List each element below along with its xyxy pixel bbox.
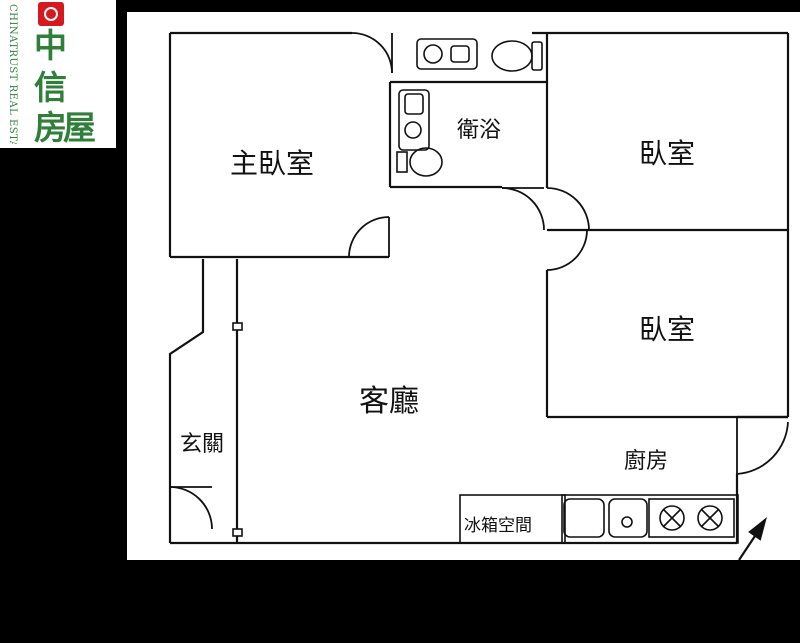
room-label-bathroom: 衛浴: [457, 118, 502, 143]
room-label-master-bedroom: 主臥室: [230, 147, 315, 180]
kitchen-counter: [561, 494, 739, 544]
room-label-bedroom-1: 臥室: [639, 137, 696, 170]
logo-emblem-icon: [38, 2, 64, 26]
room-label-bedroom-2: 臥室: [639, 313, 696, 346]
corridor-fixture-1: [232, 322, 243, 331]
bath-tub: [398, 89, 430, 151]
bath-toilet-top: [491, 40, 533, 72]
door-bath-top: [351, 32, 393, 74]
logo-char-1: 中: [34, 26, 67, 65]
door-kitchen: [736, 421, 789, 475]
door-master: [348, 216, 390, 258]
door-bedroom1: [546, 187, 590, 231]
room-label-entrance: 玄關: [180, 432, 225, 457]
bath-sink-top: [416, 38, 478, 70]
door-entrance: [169, 486, 213, 530]
kitchen-sink: [563, 498, 605, 538]
bath-toilet: [409, 147, 443, 177]
logo-vertical-text: CHINATRUST REAL ESTATE CO.: [7, 4, 18, 144]
floor-plan-drawing: [168, 31, 790, 560]
logo-char-2: 信: [34, 68, 67, 107]
logo-char-3: 房屋: [34, 108, 96, 147]
room-label-living-room: 客廳: [359, 384, 419, 419]
floor-plan: 主臥室 衛浴 臥室 臥室 客廳 玄關 廚房 冰箱空間: [127, 12, 800, 560]
wall-corridor-left: [168, 259, 205, 487]
door-bath: [501, 187, 545, 231]
door-bedroom2: [546, 229, 588, 271]
fridge-space-box: [459, 494, 566, 544]
room-label-kitchen: 廚房: [624, 449, 669, 474]
corridor-fixture-2: [232, 528, 243, 537]
kitchen-stove: [648, 498, 735, 538]
room-label-fridge-space: 冰箱空間: [464, 516, 532, 536]
logo: CHINATRUST REAL ESTATE CO. 中 信 房屋: [0, 0, 116, 148]
